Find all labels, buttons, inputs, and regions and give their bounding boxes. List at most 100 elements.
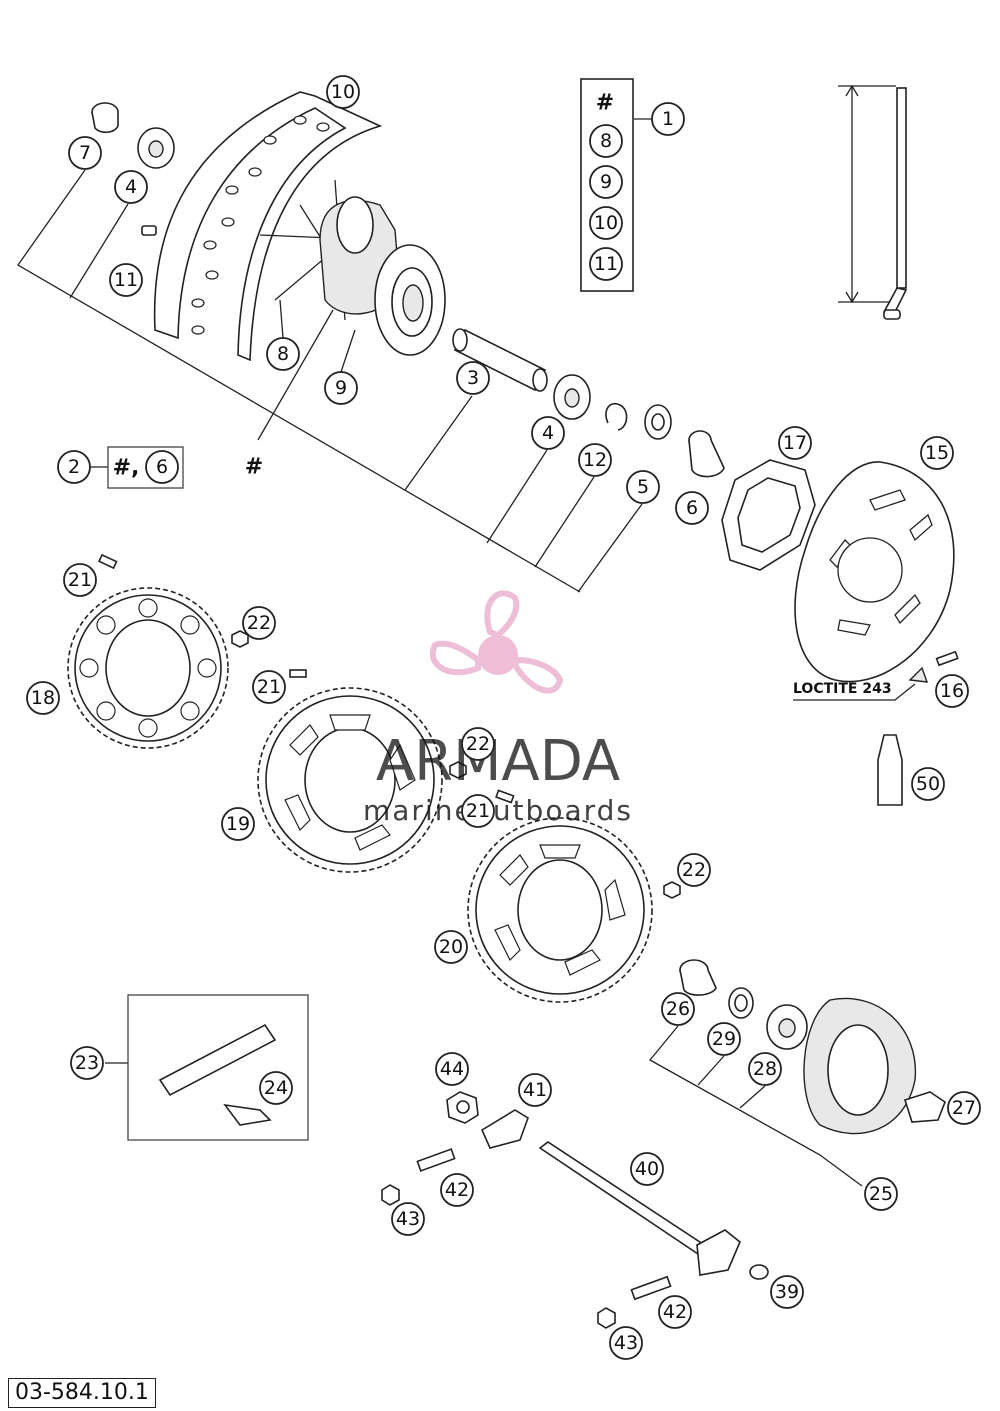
small-bolts-nuts xyxy=(97,553,681,899)
spacer-6 xyxy=(688,430,725,478)
callout-9: 9 xyxy=(324,371,358,405)
spacer-7 xyxy=(91,102,119,134)
svg-text:22: 22 xyxy=(247,612,271,634)
svg-text:15: 15 xyxy=(925,442,949,464)
callout-27: 27 xyxy=(947,1091,981,1125)
callout-50: 50 xyxy=(911,767,945,801)
callout-4: 4 xyxy=(114,170,148,204)
callout-6: 6 xyxy=(675,491,709,525)
callout-22: 22 xyxy=(461,727,495,761)
ring-29 xyxy=(728,987,754,1019)
callout-21: 21 xyxy=(461,794,495,828)
watermark-brand: ARMADA xyxy=(376,729,620,794)
svg-text:11: 11 xyxy=(114,269,138,291)
svg-text:1: 1 xyxy=(662,108,674,130)
svg-text:17: 17 xyxy=(783,432,807,454)
callout-7: 7 xyxy=(68,136,102,170)
bearing-4-mid xyxy=(553,374,591,420)
svg-text:9: 9 xyxy=(600,171,612,193)
callout-19: 19 xyxy=(221,807,255,841)
chain-adjuster-41 xyxy=(480,1109,529,1149)
callout-43: 43 xyxy=(609,1326,643,1360)
callout-4: 4 xyxy=(531,416,565,450)
watermark-logo xyxy=(429,590,564,694)
svg-text:16: 16 xyxy=(940,680,964,702)
svg-text:10: 10 xyxy=(331,81,355,103)
kit-1-item-10: 10 xyxy=(589,206,623,240)
callout-44: 44 xyxy=(435,1052,469,1086)
callout-21: 21 xyxy=(63,563,97,597)
callout-25: 25 xyxy=(864,1177,898,1211)
svg-text:18: 18 xyxy=(31,687,55,709)
spoke-part xyxy=(882,87,908,320)
svg-text:24: 24 xyxy=(264,1077,288,1099)
svg-text:42: 42 xyxy=(445,1179,469,1201)
chain-box xyxy=(127,994,309,1141)
svg-text:41: 41 xyxy=(523,1079,547,1101)
kit-1-item-8: 8 xyxy=(589,124,623,158)
axle-40 xyxy=(538,1141,741,1276)
callout-15: 15 xyxy=(920,436,954,470)
svg-text:10: 10 xyxy=(594,212,618,234)
svg-text:23: 23 xyxy=(75,1052,99,1074)
bolt-16 xyxy=(908,650,959,683)
callout-26: 26 xyxy=(661,992,695,1026)
callout-10: 10 xyxy=(326,75,360,109)
callout-11: 11 xyxy=(109,263,143,297)
svg-text:4: 4 xyxy=(125,176,137,198)
damper-27 xyxy=(903,1091,946,1123)
svg-text:40: 40 xyxy=(635,1158,659,1180)
svg-text:28: 28 xyxy=(753,1058,777,1080)
callout-24: 24 xyxy=(259,1071,293,1105)
callout-41: 41 xyxy=(518,1073,552,1107)
watermark-tagline: marineoutboards xyxy=(363,794,633,827)
kit-2-callout: 2 xyxy=(57,450,91,484)
svg-text:29: 29 xyxy=(712,1028,736,1050)
bearing-28 xyxy=(766,1004,808,1050)
kit-2-hash: #, xyxy=(113,456,140,481)
svg-text:9: 9 xyxy=(335,377,347,399)
svg-text:20: 20 xyxy=(439,936,463,958)
loctite-label: LOCTITE 243 xyxy=(793,681,892,697)
seal-5 xyxy=(644,404,672,440)
svg-text:22: 22 xyxy=(466,733,490,755)
svg-text:21: 21 xyxy=(68,569,92,591)
cap-39 xyxy=(749,1264,769,1280)
kit-box-1: # 8 9 10 11 1 xyxy=(580,78,685,292)
kit-1-item-11: 11 xyxy=(589,247,623,281)
svg-text:2: 2 xyxy=(68,456,80,478)
svg-text:27: 27 xyxy=(952,1097,976,1119)
hub-part xyxy=(259,179,446,356)
sprocket-18 xyxy=(67,587,229,749)
callout-40: 40 xyxy=(630,1152,664,1186)
bearing-4-top xyxy=(137,127,175,169)
svg-text:21: 21 xyxy=(257,676,281,698)
callout-39: 39 xyxy=(770,1275,804,1309)
svg-text:21: 21 xyxy=(466,800,490,822)
kit-1-callout: 1 xyxy=(651,102,685,136)
callout-16: 16 xyxy=(935,674,969,708)
callout-3: 3 xyxy=(456,361,490,395)
svg-text:5: 5 xyxy=(637,476,649,498)
svg-text:44: 44 xyxy=(440,1058,464,1080)
gasket-17 xyxy=(721,459,816,571)
svg-text:7: 7 xyxy=(79,142,91,164)
svg-text:6: 6 xyxy=(156,456,168,478)
svg-text:26: 26 xyxy=(666,998,690,1020)
svg-text:39: 39 xyxy=(775,1281,799,1303)
hash-label: # xyxy=(245,455,263,480)
sprocket-19 xyxy=(257,687,443,873)
kit-box-2: 2 #, 6 xyxy=(57,446,184,489)
bushing-26 xyxy=(679,959,717,996)
kit-1-hash: # xyxy=(596,91,614,116)
svg-text:19: 19 xyxy=(226,813,250,835)
svg-text:22: 22 xyxy=(682,859,706,881)
callout-22: 22 xyxy=(242,606,276,640)
callout-17: 17 xyxy=(778,426,812,460)
rim-part xyxy=(153,91,383,362)
screw-11 xyxy=(141,225,157,236)
svg-text:3: 3 xyxy=(467,367,479,389)
brake-disc-15 xyxy=(794,461,955,683)
